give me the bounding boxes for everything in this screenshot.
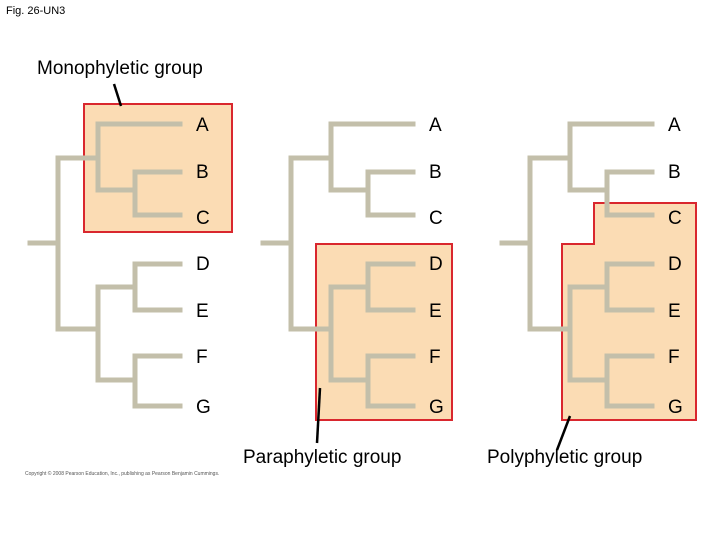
polyphyletic-group-label: Polyphyletic group: [487, 447, 643, 468]
figure-label: Fig. 26-UN3: [6, 5, 66, 17]
tip-label: B: [196, 162, 209, 183]
polyphyletic-leader-line: [555, 415, 572, 451]
tree-2-tip-labels: A B C D E F G: [429, 115, 444, 418]
tree-2: [260, 121, 416, 409]
tip-label: F: [429, 347, 441, 368]
tip-label: E: [196, 301, 209, 322]
tip-label: D: [429, 254, 443, 275]
tip-label: G: [429, 397, 444, 418]
monophyletic-highlight: [83, 103, 233, 233]
tip-label: C: [429, 208, 443, 229]
tip-label: C: [668, 208, 682, 229]
copyright-notice: Copyright © 2008 Pearson Education, Inc.…: [25, 471, 220, 477]
tip-label: F: [668, 347, 680, 368]
tip-label: D: [196, 254, 210, 275]
tip-label: G: [668, 397, 683, 418]
tree-1: [27, 121, 183, 409]
tip-label: C: [196, 208, 210, 229]
paraphyletic-group-label: Paraphyletic group: [243, 447, 402, 468]
tip-label: E: [668, 301, 681, 322]
monophyletic-group-label: Monophyletic group: [37, 58, 203, 79]
tip-label: D: [668, 254, 682, 275]
leader-lines: [112, 83, 572, 451]
tip-label: F: [196, 347, 208, 368]
tip-label: B: [429, 162, 442, 183]
tip-label: A: [429, 115, 442, 136]
tip-label: E: [429, 301, 442, 322]
paraphyletic-leader-line: [315, 387, 322, 444]
monophyletic-leader-line: [112, 83, 123, 107]
tip-label: B: [668, 162, 681, 183]
tree-3: [499, 121, 655, 409]
tree-3-tip-labels: A B C D E F G: [668, 115, 683, 418]
tip-label: A: [196, 115, 209, 136]
tree-1-tip-labels: A B C D E F G: [196, 115, 211, 418]
tip-label: G: [196, 397, 211, 418]
tip-label: A: [668, 115, 681, 136]
